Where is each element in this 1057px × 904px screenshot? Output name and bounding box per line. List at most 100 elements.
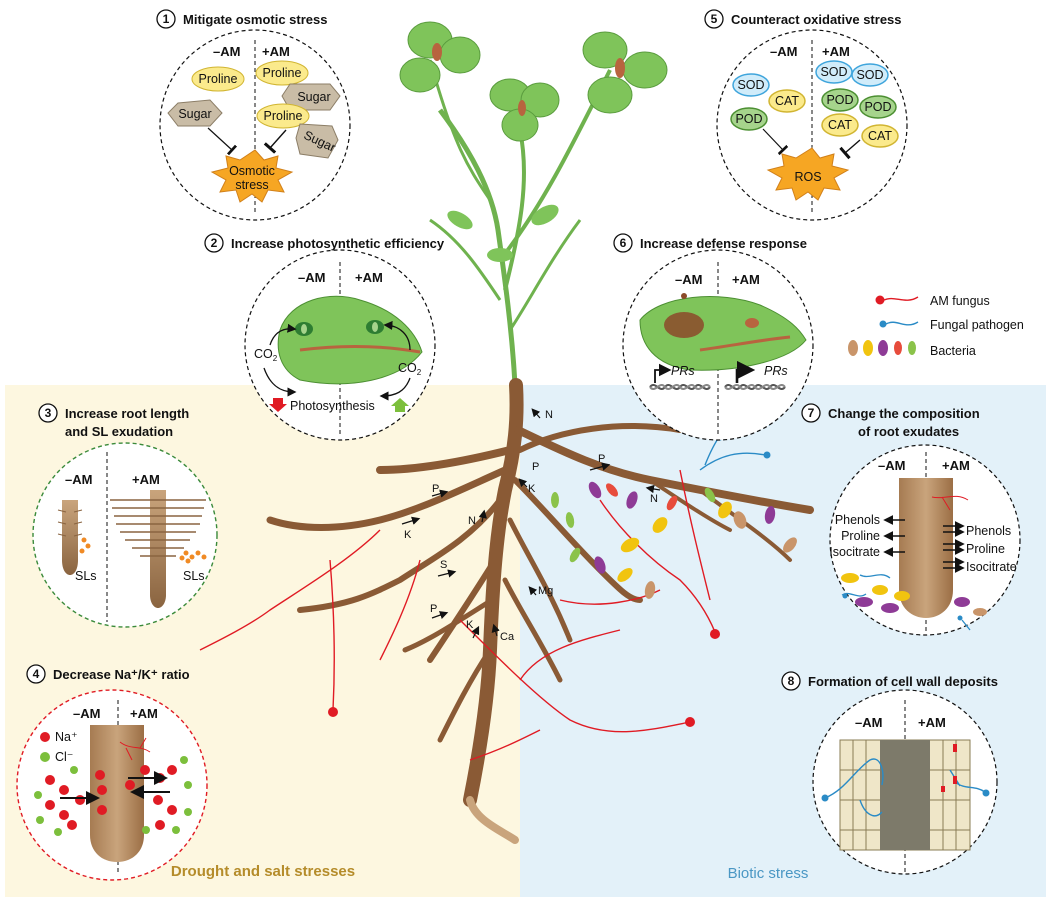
nutrient-p: P [532, 461, 539, 473]
sod-label: SOD [820, 65, 847, 79]
panel-title: Formation of cell wall deposits [808, 674, 998, 689]
panel-cell-wall-deposits: 8 Formation of cell wall deposits –AM +A… [781, 671, 998, 875]
panel-number: 2 [211, 236, 218, 250]
minus-am-label: –AM [770, 44, 797, 59]
proline-label: Proline [263, 66, 302, 80]
panel-number: 8 [788, 674, 795, 688]
sod-label: SOD [856, 68, 883, 82]
sls-label: SLs [183, 569, 205, 583]
plus-am-label: +AM [942, 458, 970, 473]
panel-number: 7 [808, 406, 815, 420]
plant-shoot [399, 21, 668, 386]
panel-increase-photosynthetic-efficiency: 2 Increase photosynthetic efficiency –AM… [204, 233, 445, 441]
osmotic-stress-label: Osmotic [229, 164, 275, 178]
proline-label: Proline [199, 72, 238, 86]
nutrient-s: S [440, 559, 447, 571]
photosynthesis-label: Photosynthesis [290, 399, 375, 413]
nutrient-p: P [598, 453, 605, 465]
nutrient-p: P [432, 483, 439, 495]
panel-mitigate-osmotic-stress: 1 Mitigate osmotic stress –AM +AM Prolin… [156, 9, 351, 221]
minus-am-label: –AM [675, 272, 702, 287]
panel-number: 1 [163, 12, 170, 26]
panel-change-root-exudates: 7 Change the composition of root exudate… [801, 403, 1021, 636]
panel-title: Increase defense response [640, 236, 807, 251]
plus-am-label: +AM [130, 706, 158, 721]
am-fungus-spore [710, 629, 720, 639]
co2-label: CO2 [254, 347, 278, 363]
plus-am-label: +AM [262, 44, 290, 59]
nutrient-mg: Mg [538, 585, 553, 597]
nutrient-k: K [528, 483, 536, 495]
legend-fungal-pathogen: Fungal pathogen [930, 318, 1024, 332]
panel-decrease-na-k-ratio: 4 Decrease Na⁺/K⁺ ratio –AM +AM Na⁺ Cl⁻ [16, 664, 208, 881]
na-label: Na⁺ [55, 730, 78, 744]
isocitrate-label: Isocitrate [829, 545, 880, 559]
proline-label: Proline [841, 529, 880, 543]
cat-label: CAT [868, 129, 892, 143]
ros-label: ROS [794, 170, 821, 184]
legend: AM fungus Fungal pathogen Bacteria [848, 294, 1024, 358]
cat-label: CAT [775, 94, 799, 108]
nutrient-ca: Ca [500, 631, 515, 643]
panel-number: 6 [620, 236, 627, 250]
legend-bacteria: Bacteria [930, 344, 976, 358]
phenols-label: Phenols [835, 513, 880, 527]
pathogen-spore [763, 451, 771, 459]
isocitrate-label: Isocitrate [966, 560, 1017, 574]
sugar-label: Sugar [178, 107, 211, 121]
minus-am-label: –AM [213, 44, 240, 59]
nutrient-k: K [404, 529, 412, 541]
plus-am-label: +AM [132, 472, 160, 487]
panel-title: Decrease Na⁺/K⁺ ratio [53, 667, 190, 682]
panel-number: 3 [45, 406, 52, 420]
increase-arrow [391, 398, 409, 412]
panel-number: 4 [33, 667, 40, 681]
minus-am-label: –AM [855, 715, 882, 730]
nutrient-p: P [430, 603, 437, 615]
pod-label: POD [864, 100, 891, 114]
minus-am-label: –AM [65, 472, 92, 487]
nutrient-labels: N P P K N P K N S Mg P K Ca [401, 408, 661, 643]
panel-increase-defense-response: 6 Increase defense response –AM +AM PRs … [613, 233, 814, 441]
panel-title: Increase root length [65, 406, 189, 421]
minus-am-label: –AM [73, 706, 100, 721]
panel-title: Mitigate osmotic stress [183, 12, 328, 27]
nutrient-n: N [468, 515, 476, 527]
minus-am-label: –AM [298, 270, 325, 285]
plus-am-label: +AM [732, 272, 760, 287]
am-fungus-spore [328, 707, 338, 717]
nutrient-n: N [650, 493, 658, 505]
proline-label: Proline [966, 542, 1005, 556]
panel-title: and SL exudation [65, 424, 173, 439]
prs-label: PRs [671, 364, 695, 378]
nutrient-n: N [545, 409, 553, 421]
cat-label: CAT [828, 118, 852, 132]
panel-number: 5 [711, 12, 718, 26]
prs-label: PRs [764, 364, 788, 378]
panel-counteract-oxidative-stress: 5 Counteract oxidative stress –AM +AM SO… [704, 9, 908, 221]
am-fungus-spore [685, 717, 695, 727]
minus-am-label: –AM [878, 458, 905, 473]
sod-label: SOD [737, 78, 764, 92]
drought-region-label: Drought and salt stresses [171, 863, 355, 880]
plant-roots [266, 378, 814, 844]
bacteria-cluster [551, 481, 797, 599]
pod-label: POD [735, 112, 762, 126]
phenols-label: Phenols [966, 524, 1011, 538]
panel-increase-root-length: 3 Increase root length and SL exudation … [32, 403, 218, 628]
panel-title: Change the composition [828, 406, 980, 421]
legend-am-fungus: AM fungus [930, 294, 990, 308]
biotic-region-label: Biotic stress [728, 865, 809, 882]
nutrient-k: K [466, 619, 474, 631]
plus-am-label: +AM [918, 715, 946, 730]
plus-am-label: +AM [355, 270, 383, 285]
plus-am-label: +AM [822, 44, 850, 59]
co2-label: CO2 [398, 361, 422, 377]
panel-title: Counteract oxidative stress [731, 12, 902, 27]
panel-title: of root exudates [858, 424, 959, 439]
sugar-label: Sugar [297, 90, 330, 104]
osmotic-stress-label: stress [235, 178, 268, 192]
decrease-arrow [269, 398, 287, 412]
sls-label: SLs [75, 569, 97, 583]
